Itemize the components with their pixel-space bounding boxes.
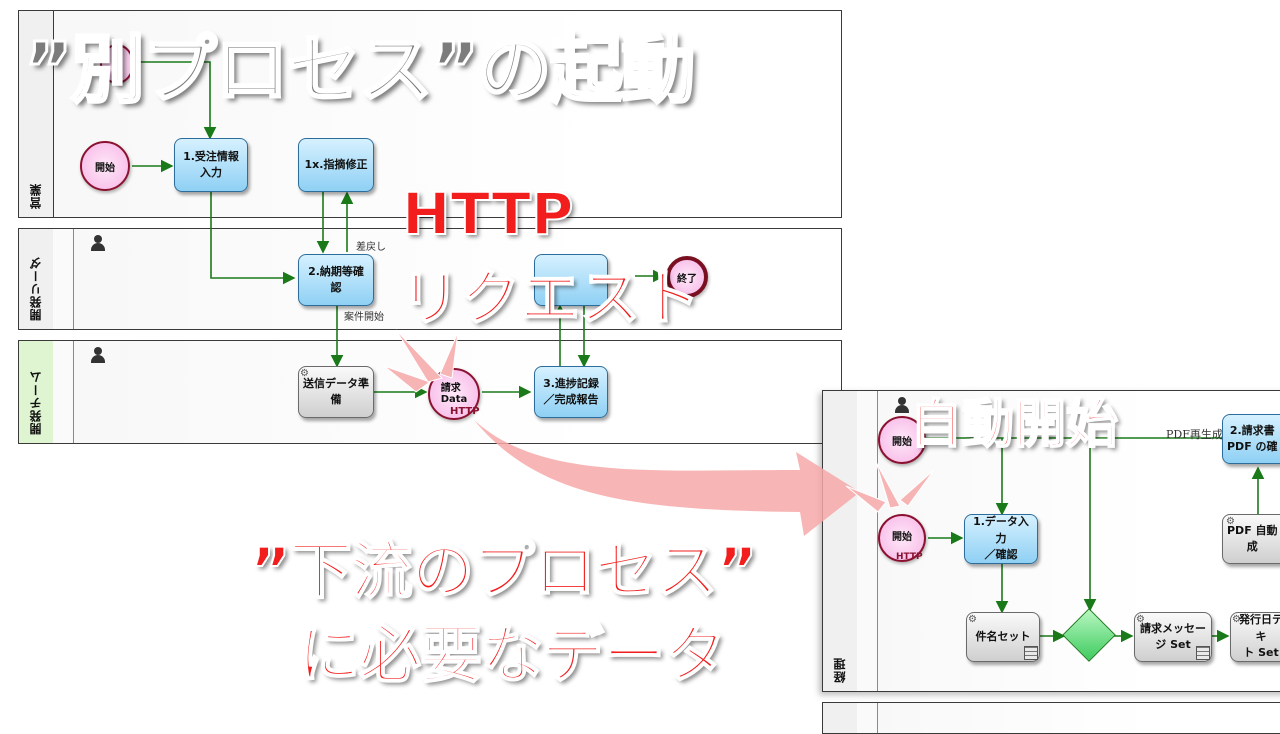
person-icon — [91, 347, 105, 363]
lane-sales: 営業 — [18, 10, 842, 218]
start-event[interactable]: 開始 — [80, 141, 130, 191]
label-case-start: 案件開始 — [344, 312, 384, 323]
message-event-label: 請求 Data — [440, 383, 468, 405]
task-confirm[interactable]: 2.納期等確 認 — [298, 254, 374, 306]
label-pdf-regenerate: PDF再生成 — [1166, 428, 1223, 441]
gear-icon: ⚙ — [968, 614, 977, 625]
callout-request: リクエスト — [399, 263, 701, 335]
gear-icon: ⚙ — [1226, 516, 1235, 527]
lane-header: 営業 — [19, 11, 54, 217]
table-icon — [1196, 646, 1210, 660]
lower-http-tag: HTTP — [896, 552, 923, 562]
top-event[interactable]: P — [100, 44, 134, 84]
callout-auto-start: 自動開始 — [909, 394, 1119, 456]
pointer-auto-left — [845, 485, 887, 513]
top-event-label: P — [113, 67, 121, 77]
end-event-label: 終了 — [677, 273, 697, 285]
task-progress[interactable]: 3.進捗記録 ／完成報告 — [534, 366, 608, 418]
person-icon — [91, 235, 105, 251]
big-pink-arrow — [474, 420, 860, 536]
table-icon — [1024, 646, 1038, 660]
callout-downstream-2: に必要なデータ — [297, 617, 727, 692]
end-event[interactable]: 終了 — [666, 256, 708, 298]
gear-icon: ⚙ — [1232, 614, 1241, 625]
page-title: ”別プロセス”の起動 — [22, 26, 696, 115]
message-http-tag: HTTP — [450, 406, 480, 417]
gear-icon: ⚙ — [300, 368, 309, 379]
lane-subheader — [857, 391, 909, 691]
task-fix[interactable]: 1x.指摘修正 — [298, 138, 374, 192]
task-invoice-pdf[interactable]: 2.請求書 PDF の確 — [1222, 414, 1280, 464]
task-placeholder[interactable] — [534, 254, 608, 306]
lower-http-start-event[interactable]: 開始 — [878, 514, 926, 562]
lane-subheader — [53, 341, 105, 443]
lane-header: 経理 — [823, 391, 858, 691]
task-order-entry[interactable]: 1.受注情報 入力 — [174, 138, 248, 192]
lane-header: 開発リーダ — [19, 229, 54, 329]
task-date-set[interactable]: 発行日テキ ト Set — [1230, 612, 1280, 662]
lower-start-event[interactable]: 開始 — [878, 416, 926, 464]
lower-start-label: 開始 — [892, 436, 912, 448]
pointer-http-right — [439, 331, 459, 379]
label-sashimodoshi: 差戻し — [356, 242, 386, 253]
gear-icon: ⚙ — [1136, 614, 1145, 625]
message-event[interactable]: 請求 Data — [428, 368, 480, 420]
pointer-auto-right — [899, 469, 935, 507]
lower-http-start-label: 開始 — [892, 531, 912, 543]
lane-subheader — [53, 229, 105, 329]
task-pdf-auto[interactable]: PDF 自動 成 — [1222, 514, 1280, 564]
callout-http: HTTP — [401, 179, 575, 249]
pointer-auto-mid — [875, 461, 901, 509]
task-message-set[interactable]: 請求メッセー ジ Set — [1134, 612, 1212, 662]
callout-downstream-1: ”下流のプロセス” — [249, 533, 758, 608]
start-event-label: 開始 — [95, 162, 115, 174]
pointer-http-mid — [395, 329, 443, 383]
pointer-http-left — [383, 365, 432, 393]
task-data-entry[interactable]: 1.データ入力 ／確認 — [964, 514, 1038, 564]
task-send-data[interactable]: 送信データ準 備 — [298, 366, 374, 418]
person-icon — [895, 397, 909, 413]
